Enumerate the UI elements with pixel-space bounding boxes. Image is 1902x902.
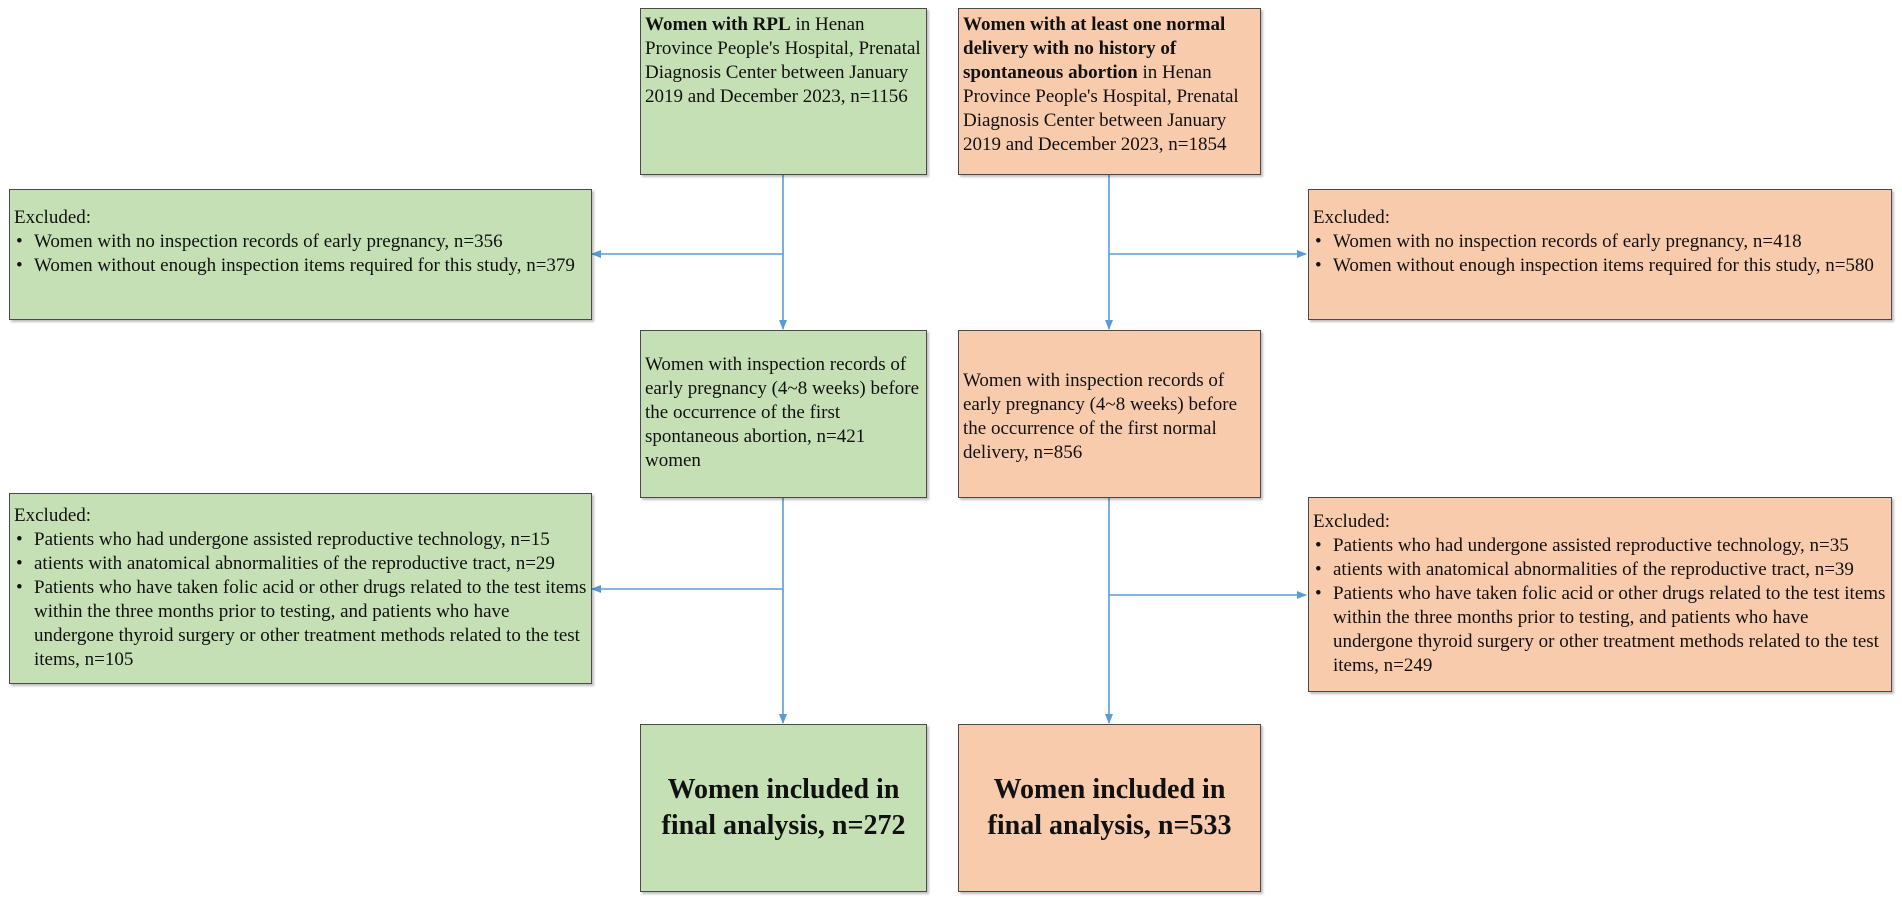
list-item: Patients who had undergone assisted repr… bbox=[14, 528, 587, 552]
left-excluded-1-list: Women with no inspection records of earl… bbox=[14, 230, 587, 278]
right-excluded-box-2: Excluded: Patients who had undergone ass… bbox=[1308, 497, 1892, 692]
list-item: Patients who had undergone assisted repr… bbox=[1313, 534, 1887, 558]
left-middle-box: Women with inspection records of early p… bbox=[640, 330, 927, 498]
right-excluded-2-list: Patients who had undergone assisted repr… bbox=[1313, 534, 1887, 678]
right-middle-box: Women with inspection records of early p… bbox=[958, 330, 1261, 498]
left-final-text: Women included in final analysis, n=272 bbox=[661, 774, 906, 841]
list-item: Patients who have taken folic acid or ot… bbox=[1313, 582, 1887, 678]
left-excluded-box-2: Excluded: Patients who had undergone ass… bbox=[9, 493, 592, 684]
left-excluded-2-title: Excluded: bbox=[14, 505, 92, 526]
left-top-box: Women with RPL in Henan Province People'… bbox=[640, 8, 927, 175]
list-item: Women without enough inspection items re… bbox=[1313, 254, 1887, 278]
list-item: Women with no inspection records of earl… bbox=[14, 230, 587, 254]
list-item: Women with no inspection records of earl… bbox=[1313, 230, 1887, 254]
list-item: Women without enough inspection items re… bbox=[14, 254, 587, 278]
list-item: atients with anatomical abnormalities of… bbox=[14, 552, 587, 576]
left-excluded-1-title: Excluded: bbox=[14, 207, 92, 228]
right-top-box: Women with at least one normal delivery … bbox=[958, 8, 1261, 175]
list-item: atients with anatomical abnormalities of… bbox=[1313, 558, 1887, 582]
right-middle-text: Women with inspection records of early p… bbox=[963, 370, 1238, 463]
list-item: Patients who have taken folic acid or ot… bbox=[14, 576, 587, 672]
left-top-bold: Women with RPL bbox=[645, 14, 791, 35]
left-final-box: Women included in final analysis, n=272 bbox=[640, 724, 927, 892]
left-excluded-box-1: Excluded: Women with no inspection recor… bbox=[9, 189, 592, 320]
left-top-text: in Henan Province People's Hospital, Pre… bbox=[645, 14, 921, 107]
right-top-text: in Henan Province People's Hospital, Pre… bbox=[963, 62, 1239, 155]
left-middle-text: Women with inspection records of early p… bbox=[645, 354, 920, 471]
right-excluded-2-title: Excluded: bbox=[1313, 511, 1391, 532]
left-excluded-2-list: Patients who had undergone assisted repr… bbox=[14, 528, 587, 672]
right-excluded-1-title: Excluded: bbox=[1313, 207, 1391, 228]
right-final-box: Women included in final analysis, n=533 bbox=[958, 724, 1261, 892]
right-top-bold: Women with at least one normal delivery … bbox=[963, 14, 1226, 83]
right-final-text: Women included in final analysis, n=533 bbox=[987, 774, 1232, 841]
right-excluded-1-list: Women with no inspection records of earl… bbox=[1313, 230, 1887, 278]
right-excluded-box-1: Excluded: Women with no inspection recor… bbox=[1308, 189, 1892, 320]
